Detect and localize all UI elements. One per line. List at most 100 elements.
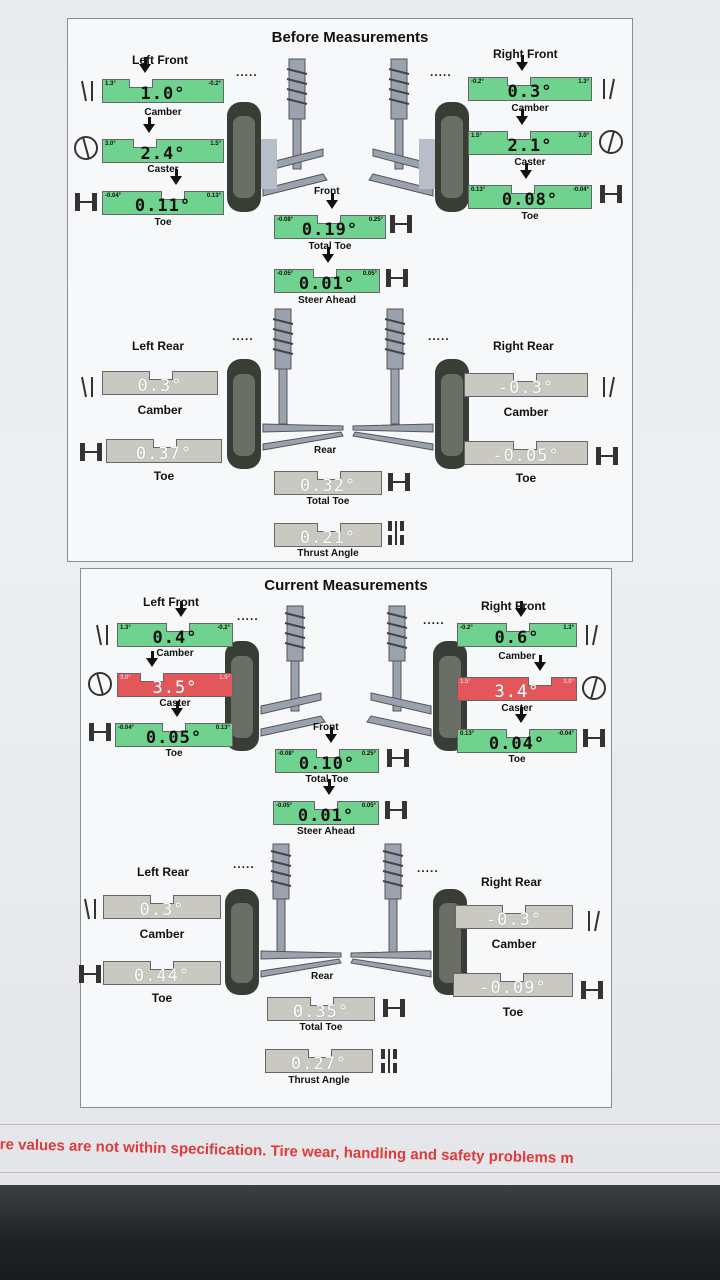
- total-toe-label: Total Toe: [308, 241, 352, 252]
- separator-dots: .....: [233, 857, 255, 871]
- lf-toe-gauge: -0.04° 0.13° 0.05°: [115, 701, 233, 748]
- thrust-angle-label: Thrust Angle: [288, 1075, 350, 1086]
- front-heading: Front: [314, 186, 340, 197]
- lr-camber-value: 0.3°: [139, 900, 185, 920]
- toe-icon: [596, 447, 618, 465]
- caster-icon: [88, 672, 112, 696]
- rr-camber-gauge: -0.3°: [455, 905, 573, 930]
- lf-caster-value: 3.5°: [152, 678, 198, 698]
- max-limit: 0.25°: [368, 217, 383, 223]
- toe-icon: [75, 193, 97, 211]
- arrow-down-icon: [170, 169, 182, 185]
- left-front-heading: Left Front: [143, 595, 199, 609]
- separator-dots: .....: [236, 65, 258, 79]
- total-toe-label: Total Toe: [306, 496, 350, 507]
- max-limit: -0.2°: [217, 625, 230, 631]
- max-limit: 0.25°: [361, 751, 376, 757]
- max-limit: 3.0°: [563, 679, 574, 685]
- rr-camber-value: -0.3°: [485, 910, 543, 930]
- caster-icon: [74, 136, 98, 160]
- arrow-down-icon: [516, 109, 528, 125]
- rf-toe-value: 0.08°: [501, 190, 559, 210]
- rf-camber-gauge: -0.2° 1.3° 0.3°: [468, 55, 592, 102]
- min-limit: 0.13°: [460, 731, 475, 737]
- max-limit: 1.5°: [210, 141, 221, 147]
- max-limit: 0.05°: [362, 271, 377, 277]
- caster-label: Caster: [147, 164, 179, 175]
- steer-ahead-value: 0.01°: [297, 806, 355, 826]
- camber-label: Camber: [503, 405, 549, 419]
- max-limit: 0.13°: [206, 193, 221, 199]
- toe-icon: [388, 473, 410, 491]
- thrust-angle-label: Thrust Angle: [297, 548, 359, 559]
- max-limit: 0.13°: [215, 725, 230, 731]
- lr-camber-gauge: 0.3°: [103, 895, 221, 920]
- separator-dots: .....: [428, 329, 450, 343]
- arrow-down-icon: [171, 701, 183, 717]
- rr-toe-value: -0.05°: [492, 446, 560, 466]
- lr-toe-gauge: 0.37°: [106, 439, 222, 464]
- toe-label: Toe: [515, 471, 537, 485]
- steer-ahead-value: 0.01°: [298, 274, 356, 294]
- max-limit: 0.05°: [361, 803, 376, 809]
- lr-camber-gauge: 0.3°: [102, 371, 218, 396]
- max-limit: -0.04°: [557, 731, 574, 737]
- front-suspension-illustration: [227, 58, 469, 212]
- front-total-toe-value: 0.10°: [298, 754, 356, 774]
- right-front-heading: Right Front: [493, 47, 558, 61]
- rf-toe-gauge: 0.13° -0.04° 0.08°: [468, 163, 592, 210]
- total-toe-label: Total Toe: [305, 774, 349, 785]
- thrust-angle-value: 0.27°: [290, 1054, 348, 1074]
- rear-total-toe-value: 0.32°: [299, 476, 357, 496]
- toe-icon: [581, 981, 603, 999]
- lf-caster-value: 2.4°: [140, 144, 186, 164]
- lf-camber-value: 1.0°: [140, 84, 186, 104]
- steer-ahead-label: Steer Ahead: [298, 295, 356, 306]
- max-limit: 1.3°: [563, 625, 574, 631]
- max-limit: -0.04°: [572, 187, 589, 193]
- toe-icon: [383, 999, 405, 1017]
- toe-label: Toe: [154, 217, 172, 228]
- camber-icon: [84, 898, 96, 920]
- rear-heading: Rear: [311, 971, 334, 982]
- arrow-down-icon: [515, 707, 527, 723]
- min-limit: -0.04°: [118, 725, 135, 731]
- arrow-down-icon: [325, 727, 337, 743]
- rr-camber-gauge: -0.3°: [464, 373, 588, 398]
- caster-label: Caster: [514, 157, 546, 168]
- arrow-down-icon: [146, 651, 158, 667]
- front-total-toe-gauge: -0.08° 0.25° 0.10°: [275, 727, 379, 774]
- separator-dots: .....: [237, 609, 259, 623]
- thrust-angle-gauge: 0.27°: [265, 1049, 373, 1074]
- right-rear-heading: Right Rear: [493, 339, 554, 353]
- steer-ahead-label: Steer Ahead: [297, 826, 355, 837]
- before-measurements-panel: Before Measurements: [67, 18, 633, 562]
- rf-caster-value: 2.1°: [507, 136, 553, 156]
- rear-suspension-illustration: [227, 308, 469, 469]
- rf-camber-value: 0.3°: [507, 82, 553, 102]
- divider-top: [0, 1124, 720, 1125]
- front-heading: Front: [313, 722, 339, 733]
- lr-camber-value: 0.3°: [137, 376, 183, 396]
- arrow-down-icon: [520, 163, 532, 179]
- separator-dots: .....: [423, 613, 445, 627]
- arrow-down-icon: [143, 117, 155, 133]
- toe-label: Toe: [521, 211, 539, 222]
- rear-suspension-illustration: [225, 843, 467, 995]
- steer-icon: [386, 269, 408, 287]
- toe-label: Toe: [508, 754, 526, 765]
- caster-label: Caster: [501, 703, 533, 714]
- arrow-down-icon: [516, 55, 528, 71]
- toe-icon: [387, 749, 409, 767]
- steer-ahead-gauge: -0.05° 0.05° 0.01°: [274, 247, 380, 294]
- rear-heading: Rear: [314, 445, 337, 456]
- rear-total-toe-gauge: 0.35°: [267, 997, 375, 1022]
- panel-title: Current Measurements: [264, 577, 428, 594]
- rr-toe-gauge: -0.09°: [453, 973, 573, 998]
- camber-label: Camber: [491, 937, 537, 951]
- min-limit: 3.0°: [105, 141, 116, 147]
- left-rear-heading: Left Rear: [137, 865, 190, 879]
- toe-icon: [79, 965, 101, 983]
- toe-icon: [600, 185, 622, 203]
- min-limit: -0.2°: [460, 625, 473, 631]
